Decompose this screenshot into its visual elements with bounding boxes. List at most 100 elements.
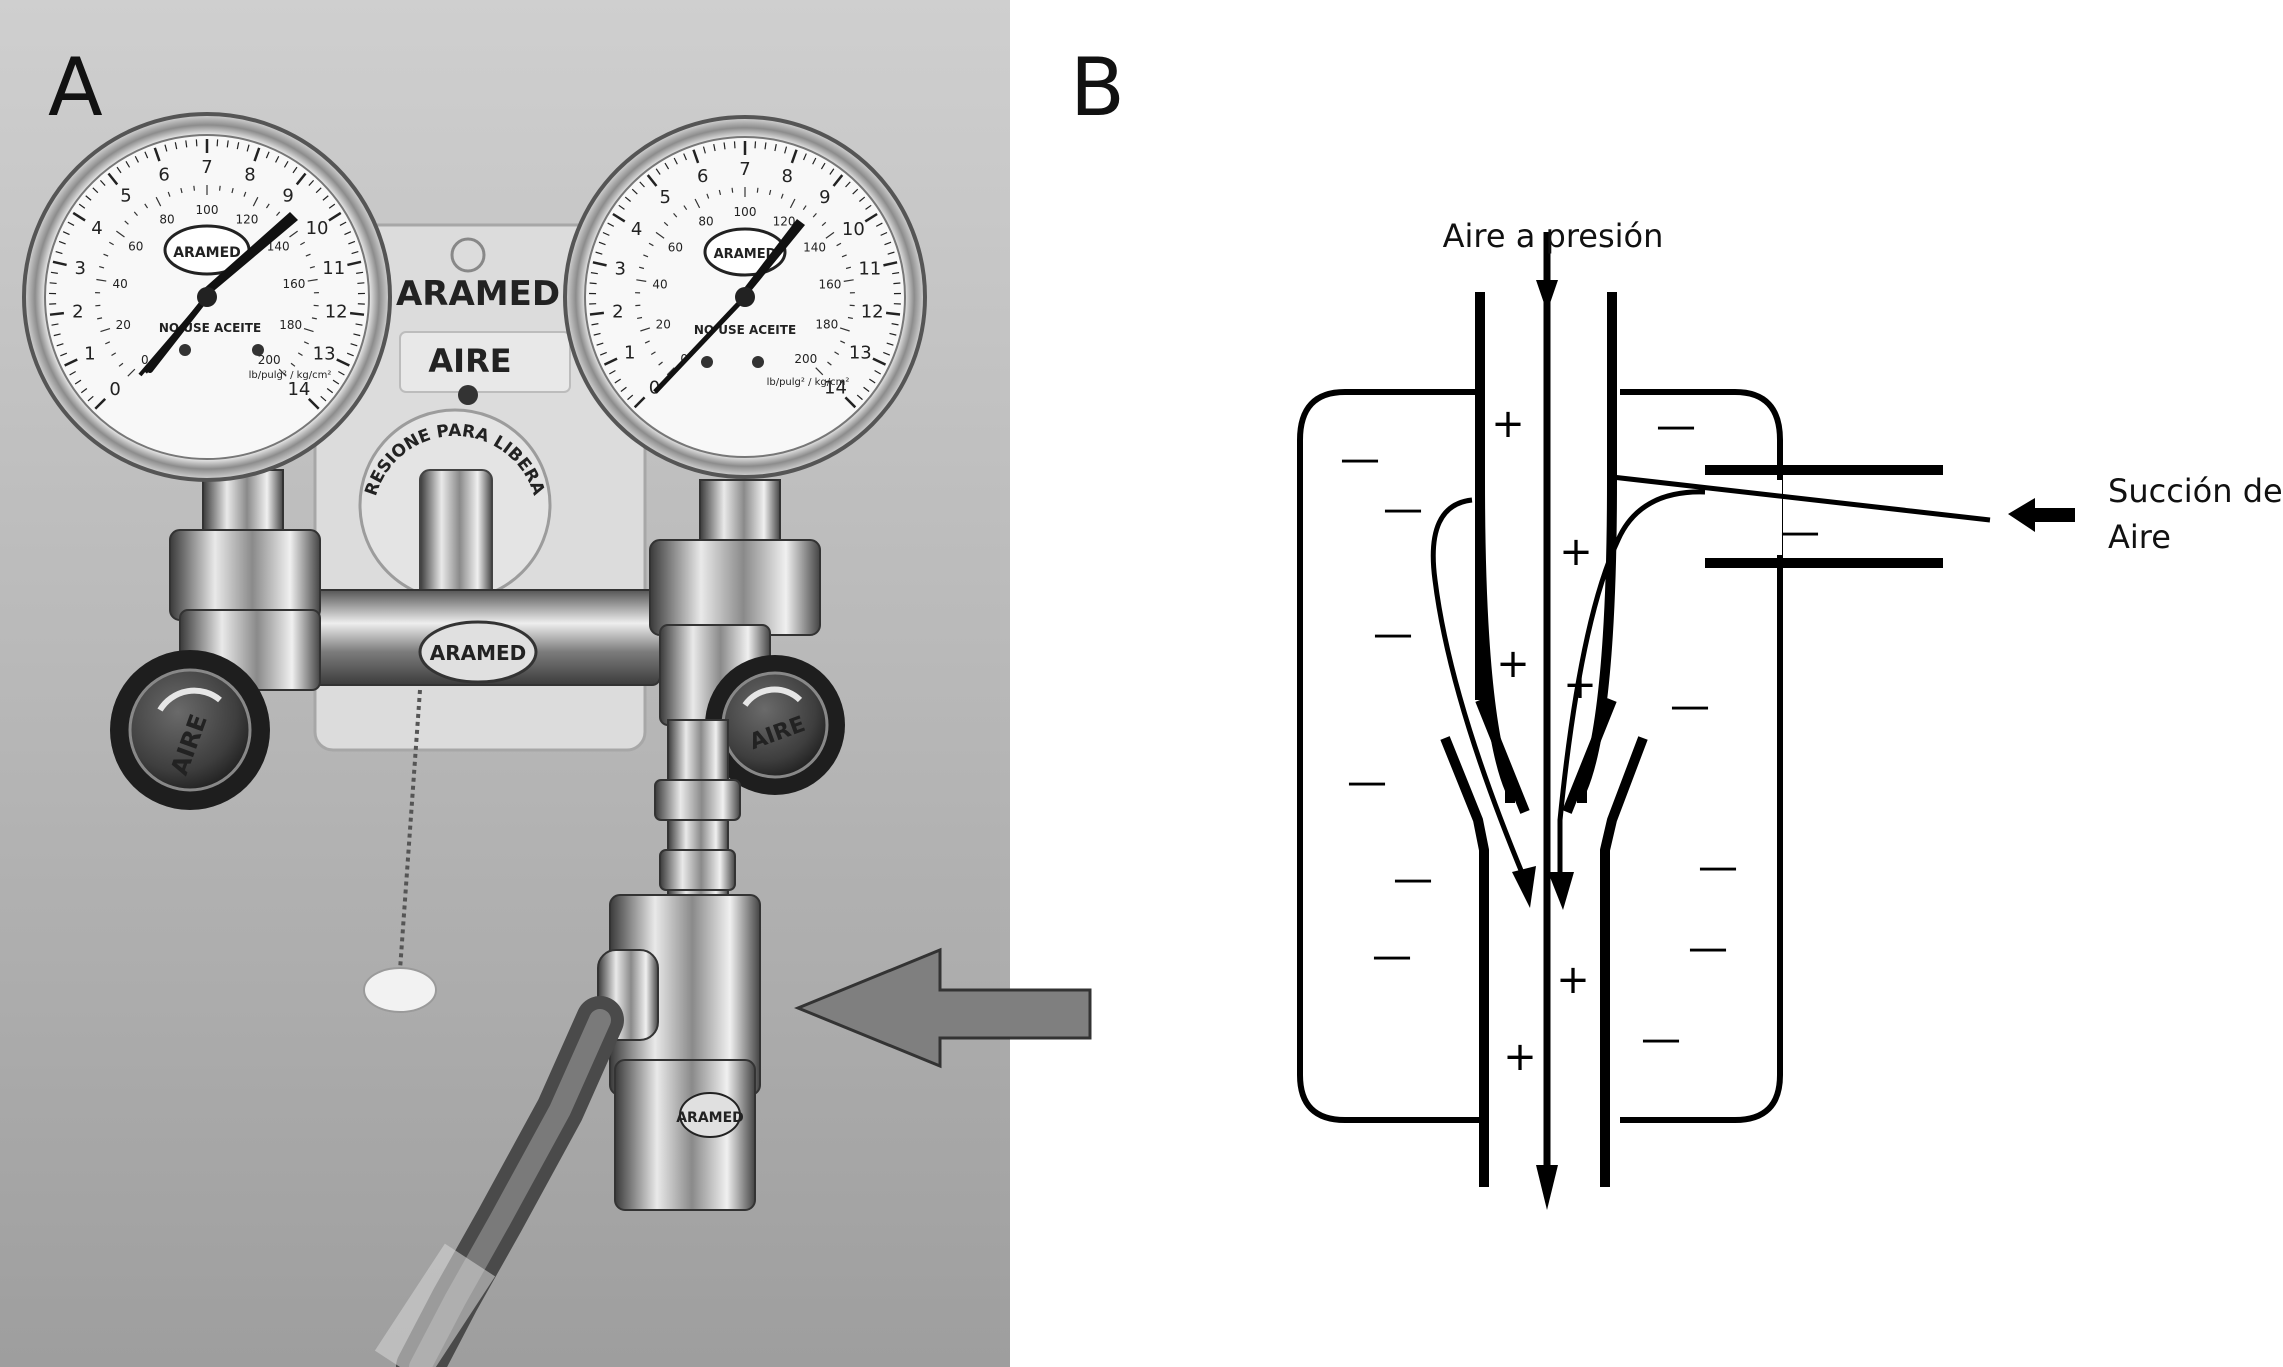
left-gauge-tick (322, 195, 329, 201)
right-gauge-tick (702, 146, 706, 154)
left-gauge-needle-back (143, 295, 209, 374)
left-gauge-tick (357, 282, 365, 285)
right-gauge-tick (602, 231, 610, 236)
right-gauge-outer-scale-label: 1 (624, 343, 635, 364)
left-gauge-inner-tick (180, 187, 183, 194)
left-gauge-tick (153, 147, 161, 162)
right-gauge-inner-tick (834, 351, 840, 355)
left-gauge-inner-tick (307, 278, 318, 282)
right-gauge-tick (692, 149, 700, 164)
negative-sign: — (1340, 436, 1380, 482)
right-gauge-inner-tick (825, 231, 835, 239)
left-gauge-tick (338, 370, 345, 376)
left-gauge-tick (226, 140, 229, 148)
right-gauge-tick (784, 146, 788, 154)
right-gauge-outer-scale-label: 5 (659, 187, 670, 208)
right-gauge-inner-tick (666, 367, 675, 376)
left-gauge-inner-scale-label: 200 (258, 353, 281, 367)
left-gauge-tick (295, 172, 307, 186)
gas-label-plate (399, 331, 571, 393)
left-gauge-tick (356, 271, 364, 274)
right-gauge-outer-scale-label: 6 (697, 166, 708, 187)
left-gauge-outer-scale-label: 8 (244, 164, 255, 185)
left-gauge-inner-tick (103, 253, 109, 257)
right-gauge-outer-scale-label: 0 (649, 378, 660, 399)
left-gauge-inner-scale-label: 80 (159, 213, 174, 227)
left-gauge-inner-scale-label: 20 (116, 318, 131, 332)
negative-sign: — (1393, 856, 1433, 902)
left-gauge-tick (275, 155, 280, 163)
entrained-flow-left-head (1512, 866, 1536, 908)
right-gauge-tick (599, 351, 607, 356)
right-gauge-tick (620, 386, 627, 392)
left-gauge-tick (107, 172, 119, 186)
suction-label-line2: Aire (2108, 518, 2171, 556)
right-gauge-inner-scale-label: 20 (656, 318, 671, 332)
left-gauge-outer-scale-label: 2 (72, 302, 83, 323)
left-gauge-tick (315, 187, 322, 194)
left-gauge-inner-tick (243, 191, 247, 197)
left-gauge-tick (307, 397, 320, 410)
left-gauge-inner-tick (193, 185, 196, 191)
right-gauge-hole-1 (701, 356, 713, 368)
left-gauge-inner-tick (300, 241, 306, 246)
left-gauge-tick (308, 179, 315, 186)
positive-sign: + (1503, 1034, 1537, 1080)
left-gauge-tick (265, 151, 270, 159)
left-gauge-inner-tick (133, 211, 138, 217)
positive-sign: + (1563, 662, 1597, 708)
right-gauge-tick (631, 188, 638, 195)
right-gauge-inner-scale-label: 100 (734, 205, 757, 219)
right-pressure-gauge: 0123456789101112131402040608010012014016… (563, 115, 927, 479)
left-gauge-outer-scale-label: 13 (313, 343, 336, 364)
left-gauge-inner-tick (116, 230, 125, 238)
right-gauge-tick (858, 196, 866, 202)
right-gauge-inner-tick (636, 279, 647, 282)
right-gauge-tick (673, 157, 678, 165)
left-gauge-tick (67, 221, 75, 226)
right-gauge-tick (864, 212, 878, 223)
left-gauge-tick (87, 395, 94, 402)
right-gauge-tick (869, 378, 876, 384)
left-gauge-tick (74, 379, 82, 385)
left-gauge-tick (355, 323, 363, 326)
right-gauge-tick (596, 342, 604, 346)
right-gauge-outer-scale-label: 8 (782, 166, 793, 187)
left-gauge-outer-scale-label: 1 (84, 343, 95, 364)
left-gauge-inner-tick (289, 230, 298, 238)
right-gauge-inner-scale-label: 120 (773, 214, 796, 228)
right-gauge-tick (723, 142, 726, 150)
left-gauge-inner-tick (311, 317, 317, 320)
left-gauge-tick (344, 231, 352, 236)
right-gauge-inner-scale-label: 60 (668, 240, 683, 254)
negative-sign: — (1383, 486, 1423, 532)
right-gauge-tick (874, 370, 881, 375)
left-gauge-tick (51, 323, 59, 326)
right-gauge-tick (892, 272, 900, 275)
right-gauge-tick (886, 342, 894, 346)
right-gauge-stem (699, 479, 781, 541)
outlet-arrowhead (1536, 1165, 1558, 1210)
left-gauge-tick (134, 155, 139, 163)
left-gauge-inner-tick (108, 241, 114, 246)
left-gauge-inner-tick (218, 185, 221, 191)
left-gauge-tick (53, 333, 61, 337)
right-gauge-tick (829, 168, 835, 175)
negative-sign: — (1656, 403, 1696, 449)
left-gauge-brand: ARAMED (173, 245, 241, 261)
right-gauge-outer-scale-label: 12 (861, 301, 884, 322)
left-gauge-tick (49, 311, 65, 316)
panel-a-photo: ARAMED AIRE PRESIONE PARA LIBERAR ARAMED… (0, 0, 1010, 1367)
left-gauge-inner-tick (303, 341, 309, 345)
left-gauge-inner-tick (155, 196, 162, 207)
left-gauge-inner-tick (111, 352, 117, 357)
right-gauge-tick (713, 144, 716, 152)
negative-sign: — (1641, 1016, 1681, 1062)
right-gauge-tick (595, 251, 603, 255)
right-gauge-tick (844, 396, 857, 409)
left-gauge-tick (253, 147, 261, 162)
negative-sign: — (1372, 933, 1412, 979)
right-gauge-outer-scale-label: 13 (849, 343, 872, 364)
right-gauge-tick (592, 261, 607, 267)
